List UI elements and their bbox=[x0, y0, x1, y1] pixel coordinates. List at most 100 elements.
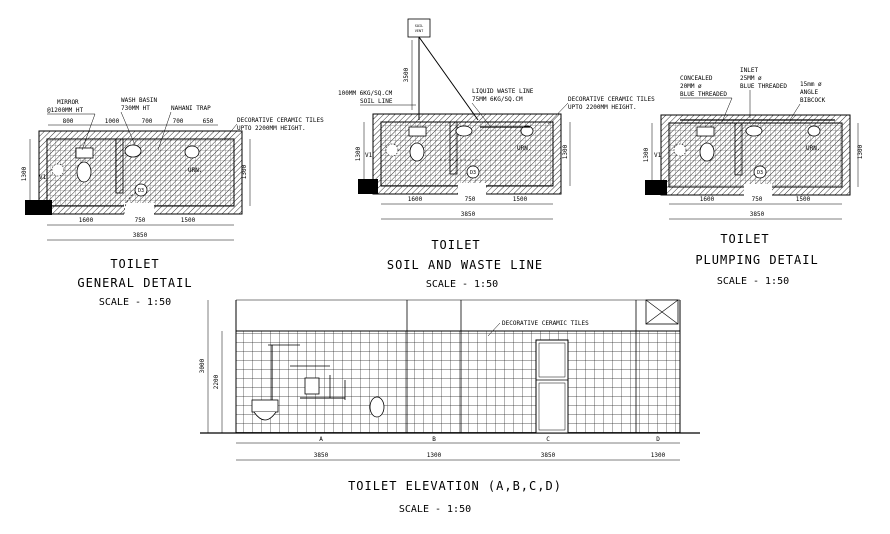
washbasin-label: WASH BASIN bbox=[121, 97, 158, 104]
door-elevation bbox=[535, 339, 569, 434]
tile-height-dim: 2200 bbox=[213, 374, 220, 389]
washbasin-height-label: 730MM HT bbox=[121, 105, 150, 112]
mirror-height-label: @1200MM HT bbox=[47, 107, 84, 114]
door-opening bbox=[124, 203, 154, 217]
door-tag-icon bbox=[753, 165, 767, 179]
door-tag-icon bbox=[134, 183, 148, 197]
inlet-thread-label: BLUE THREADED bbox=[740, 83, 787, 90]
soil-line-label: 100MM 6KG/SQ.CM bbox=[338, 90, 393, 97]
washbasin-icon bbox=[124, 144, 142, 158]
bottom-dim-1: 1600 bbox=[408, 196, 423, 203]
angle-size-label: 15mm ø bbox=[800, 81, 822, 88]
left-dim: 1300 bbox=[21, 166, 28, 181]
urinal-icon bbox=[184, 145, 200, 159]
bottom-dim-2: 750 bbox=[465, 196, 476, 203]
plan-subtitle: PLUMPING DETAIL bbox=[695, 253, 818, 267]
door-opening bbox=[744, 184, 772, 198]
liquid-waste-size-label: 75MM 6KG/SQ.CM bbox=[472, 96, 523, 103]
ventilator-block bbox=[645, 180, 667, 195]
elevation: DECORATIVE CERAMIC TILES 3000 2200 A B C… bbox=[199, 299, 700, 515]
soil-box-label: SOIL bbox=[415, 24, 423, 28]
urinal-tag: URN. bbox=[517, 145, 531, 152]
segment-dim-d: 1300 bbox=[651, 452, 666, 459]
door-tag: D3 bbox=[138, 188, 144, 194]
inlet-size-label: 25MM ø bbox=[740, 75, 762, 82]
plan-general: D3 V1 URN. MIRROR @1200MM HT WASH BASIN … bbox=[21, 97, 324, 308]
tiled-wall bbox=[235, 330, 681, 434]
vertical-dim: 3500 bbox=[403, 67, 410, 82]
soil-line-label-2: SOIL LINE bbox=[360, 98, 393, 105]
bottom-dim-2: 750 bbox=[135, 217, 146, 224]
top-dim-2: 1000 bbox=[105, 118, 120, 125]
vent-box-label: VENT bbox=[415, 29, 424, 33]
bottom-dim-3: 1500 bbox=[513, 196, 528, 203]
partition-wall bbox=[449, 121, 458, 175]
bottom-dim-2: 750 bbox=[752, 196, 763, 203]
elevation-scale: SCALE - 1:50 bbox=[399, 504, 471, 515]
total-dim: 3850 bbox=[750, 211, 765, 218]
segment-dim-c: 3850 bbox=[541, 452, 556, 459]
vent-tag: V1 bbox=[39, 174, 47, 181]
overall-height-dim: 3000 bbox=[199, 358, 206, 373]
right-dim: 1300 bbox=[241, 164, 248, 179]
urinal-icon bbox=[807, 125, 821, 137]
door-opening bbox=[458, 183, 486, 197]
plan-subtitle: GENERAL DETAIL bbox=[77, 276, 192, 290]
urinal-tag: URN. bbox=[188, 167, 202, 174]
floor-drain-icon bbox=[673, 143, 687, 157]
tiles-label: DECORATIVE CERAMIC TILES bbox=[568, 96, 655, 103]
vent-tag: V1 bbox=[365, 152, 373, 159]
top-dim-3: 700 bbox=[142, 118, 153, 125]
door-tag-icon bbox=[466, 165, 480, 179]
concealed-label: CONCEALED bbox=[680, 75, 713, 82]
tiles-height-label: UPTO 2200MM HEIGHT. bbox=[568, 104, 637, 111]
top-dim-4: 700 bbox=[173, 118, 184, 125]
segment-letter-a: A bbox=[319, 436, 323, 443]
ventilator-block bbox=[25, 200, 52, 215]
wc-icon bbox=[76, 161, 92, 183]
plan-plumbing: D3 V1 URN. CONCEALED 20MM ø BLUE THREADE… bbox=[643, 67, 864, 287]
washbasin-elevation bbox=[251, 399, 279, 413]
bottom-dim-1: 1600 bbox=[700, 196, 715, 203]
bottom-dim-3: 1500 bbox=[181, 217, 196, 224]
tiles-label: DECORATIVE CERAMIC TILES bbox=[237, 117, 324, 124]
plan-scale: SCALE - 1:50 bbox=[717, 276, 789, 287]
partition-wall bbox=[115, 138, 124, 194]
inlet-label: INLET bbox=[740, 67, 758, 74]
washbasin-icon bbox=[745, 125, 763, 137]
segment-dim-a: 3850 bbox=[314, 452, 329, 459]
cistern-elevation bbox=[304, 377, 320, 395]
cistern-icon bbox=[75, 147, 94, 159]
concealed-size-label: 20MM ø bbox=[680, 83, 702, 90]
plan-subtitle: SOIL AND WASTE LINE bbox=[387, 258, 543, 272]
total-dim: 3850 bbox=[461, 211, 476, 218]
left-dim: 1300 bbox=[643, 147, 650, 162]
right-dim: 1300 bbox=[562, 144, 569, 159]
bottom-dim-1: 1600 bbox=[79, 217, 94, 224]
segment-letter-b: B bbox=[432, 436, 436, 443]
urinal-icon bbox=[520, 125, 534, 137]
plan-scale: SCALE - 1:50 bbox=[99, 297, 171, 308]
right-dim: 1300 bbox=[857, 144, 864, 159]
wc-icon bbox=[699, 142, 715, 162]
tiles-label: DECORATIVE CERAMIC TILES bbox=[502, 320, 589, 327]
urinal-elevation bbox=[369, 396, 385, 418]
cistern-icon bbox=[696, 126, 715, 137]
plan-soil: SOIL VENT 3500 D3 V1 URN. 100MM 6KG/SQ.C… bbox=[338, 18, 655, 290]
washbasin-icon bbox=[455, 125, 473, 137]
bottom-dim-3: 1500 bbox=[796, 196, 811, 203]
vent-tag: V1 bbox=[654, 152, 662, 159]
concealed-thread-label: BLUE THREADED bbox=[680, 91, 727, 98]
wc-icon bbox=[409, 142, 425, 162]
ventilator-block bbox=[358, 179, 378, 194]
elevation-title: TOILET ELEVATION (A,B,C,D) bbox=[348, 479, 562, 493]
plan-title: TOILET bbox=[110, 257, 159, 271]
segment-letter-c: C bbox=[546, 436, 550, 443]
door-tag: D3 bbox=[470, 170, 476, 176]
plan-title: TOILET bbox=[720, 232, 769, 246]
mirror-label: MIRROR bbox=[57, 99, 79, 106]
top-dim-1: 800 bbox=[63, 118, 74, 125]
bibcock-label: BIBCOCK bbox=[800, 97, 826, 104]
trap-label: NAHANI TRAP bbox=[171, 105, 211, 112]
